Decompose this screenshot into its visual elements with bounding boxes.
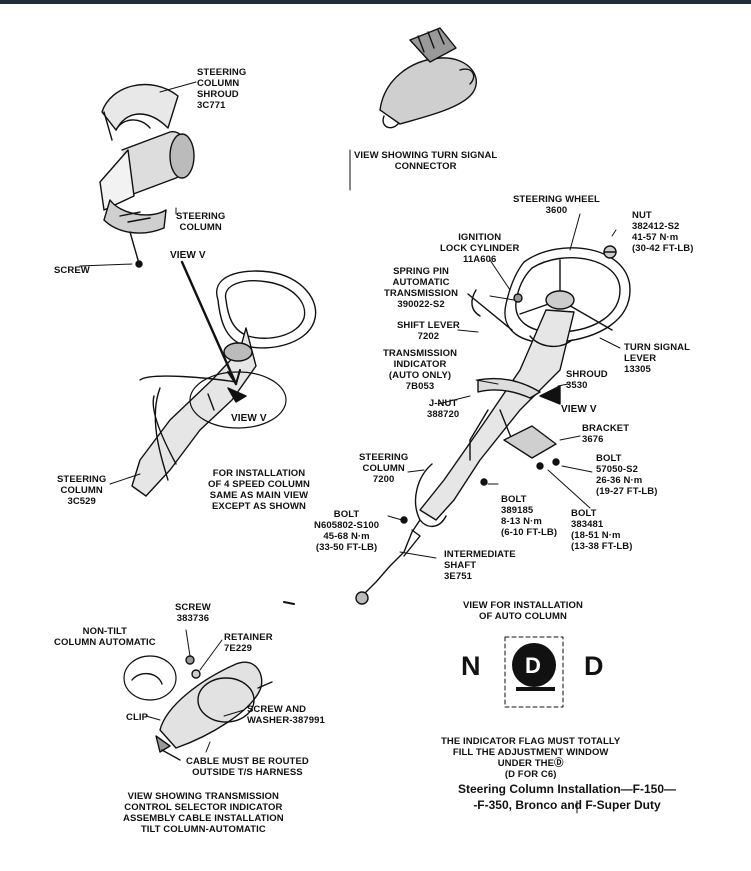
label-selector-view: VIEW SHOWING TRANSMISSION CONTROL SELECT… (123, 791, 284, 835)
label-cable-note: CABLE MUST BE ROUTED OUTSIDE T/S HARNESS (186, 756, 309, 778)
label-shift-lever: SHIFT LEVER 7202 (397, 320, 460, 342)
indicator-window-drawing (504, 636, 578, 814)
label-steering-column-3c529: STEERING COLUMN 3C529 (57, 474, 107, 507)
figure-caption: Steering Column Installation—F-150— -F-3… (457, 782, 677, 812)
label-screw-top: SCREW (54, 265, 90, 276)
label-four-speed-note: FOR INSTALLATION OF 4 SPEED COLUMN SAME … (208, 468, 310, 512)
label-turn-signal-lever: TURN SIGNAL LEVER 13305 (624, 342, 691, 375)
label-steering-column-top: STEERING COLUMN (176, 211, 226, 233)
label-steering-column-shroud: STEERING COLUMN SHROUD 3C771 (197, 67, 247, 111)
turn-signal-connector-drawing (349, 27, 477, 191)
label-bolt-389185: BOLT 389185 8-13 N·m (6-10 FT-LB) (501, 494, 558, 538)
label-screw-and-washer: SCREW AND WASHER-387991 (247, 704, 325, 726)
label-screw-383736: SCREW 383736 (175, 602, 211, 624)
label-non-tilt: NON-TILT COLUMN AUTOMATIC (54, 626, 156, 648)
label-indicator-note: THE INDICATOR FLAG MUST TOTALLY FILL THE… (441, 736, 621, 780)
label-view-v-upper: VIEW V (170, 250, 206, 261)
label-bolt-383481: BOLT 383481 (18-51 N·m (13-38 FT-LB) (571, 508, 633, 552)
label-view-v-circle: VIEW V (231, 413, 267, 424)
label-retainer: RETAINER 7E229 (224, 632, 273, 654)
label-bolt-57050: BOLT 57050-S2 26-36 N·m (19-27 FT-LB) (596, 453, 658, 497)
label-bracket: BRACKET 3676 (582, 423, 630, 445)
label-shroud-3530: SHROUD 3530 (566, 369, 608, 391)
main-auto-column-drawing (283, 213, 631, 605)
label-view-v-right: VIEW V (561, 404, 597, 415)
indicator-letter-d-window: D (525, 653, 541, 678)
label-turn-signal-connector: VIEW SHOWING TURN SIGNAL CONNECTOR (354, 150, 498, 172)
indicator-letter-n: N (461, 651, 481, 681)
label-nut: NUT 382412-S2 41-57 N·m (30-42 FT-LB) (632, 210, 694, 254)
label-auto-column-view: VIEW FOR INSTALLATION OF AUTO COLUMN (463, 600, 583, 622)
label-ignition-lock-cylinder: IGNITION LOCK CYLINDER 11A606 (440, 232, 520, 265)
shroud-column-drawing (79, 81, 197, 268)
label-steering-column-7200: STEERING COLUMN 7200 (359, 452, 409, 485)
label-steering-wheel: STEERING WHEEL 3600 (513, 194, 600, 216)
label-clip: CLIP (126, 712, 149, 723)
label-intermediate-shaft: INTERMEDIATE SHAFT 3E751 (444, 549, 516, 582)
label-transmission-indicator: TRANSMISSION INDICATOR (AUTO ONLY) 7B053 (383, 348, 458, 392)
top-border (0, 0, 751, 4)
indicator-letter-d: D (584, 651, 604, 681)
label-j-nut: J-NUT 388720 (427, 398, 460, 420)
selector-indicator-drawing (123, 629, 273, 761)
four-speed-column-drawing (109, 260, 317, 497)
label-spring-pin: SPRING PIN AUTOMATIC TRANSMISSION 390022… (384, 266, 459, 310)
label-bolt-n605802: BOLT N605802-S100 45-68 N·m (33-50 FT-LB… (314, 509, 380, 553)
